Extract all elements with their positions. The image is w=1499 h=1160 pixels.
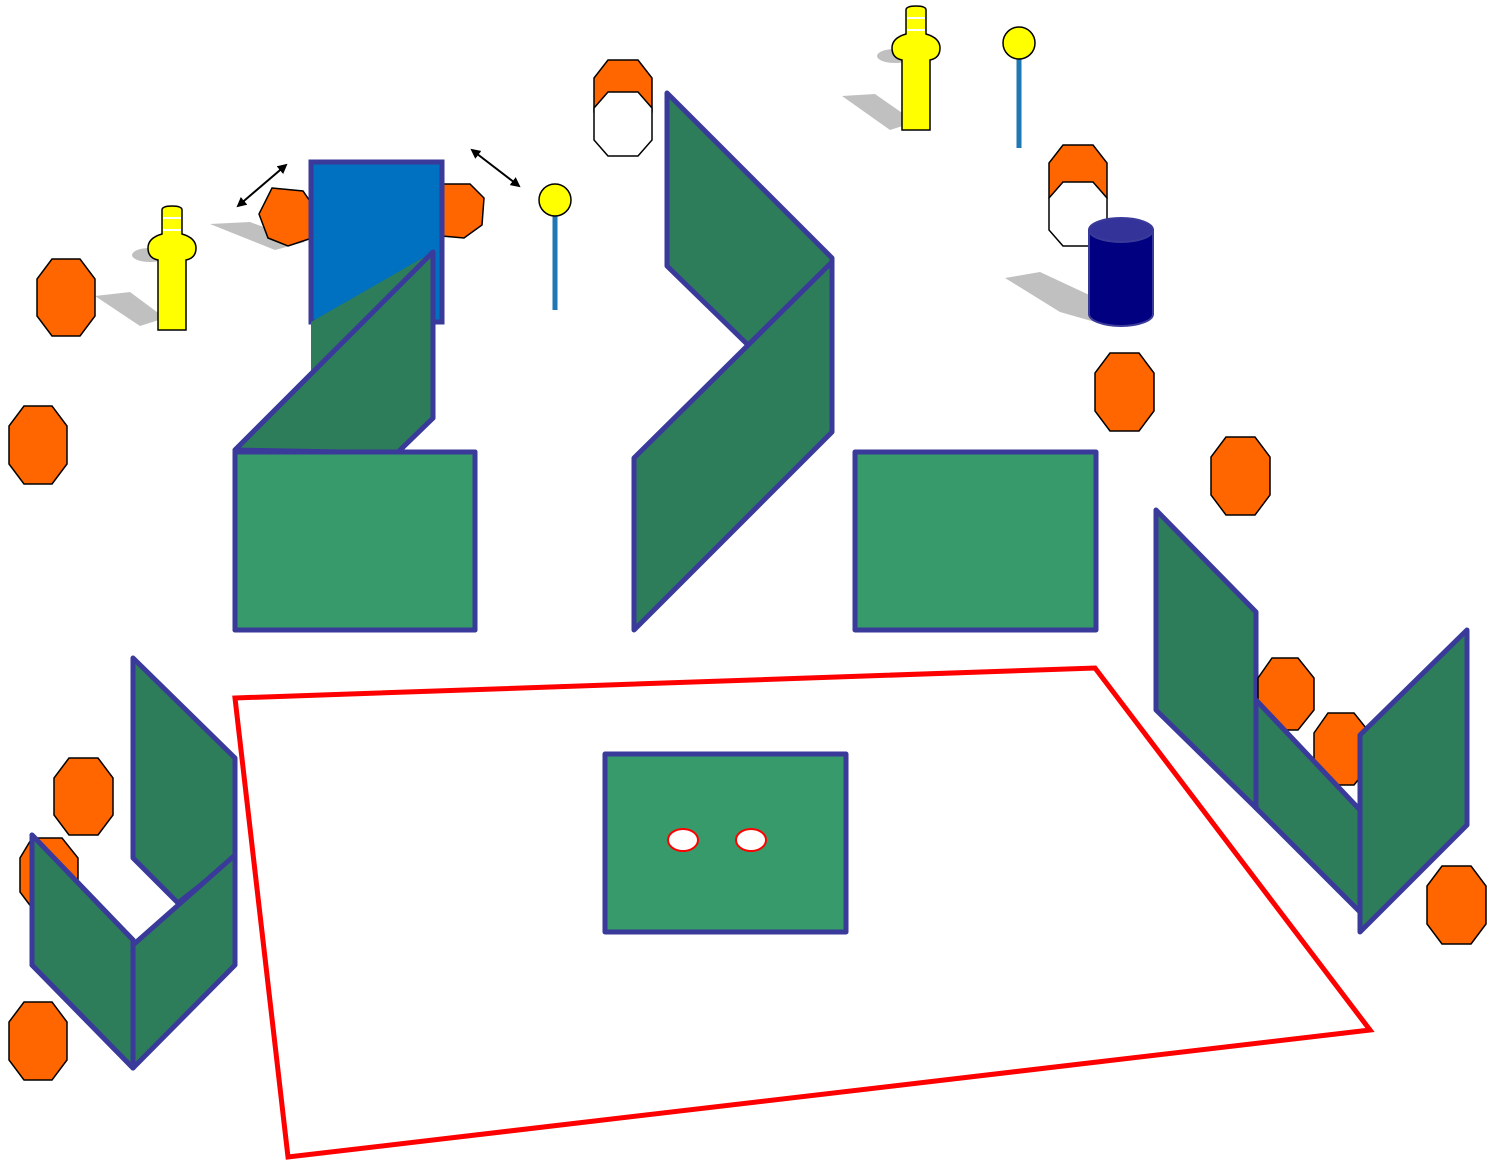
wall-left-front-top	[235, 452, 475, 630]
cone-icon	[37, 259, 95, 336]
port-icon	[668, 829, 698, 851]
cone-icon	[1427, 866, 1486, 944]
cone-icon	[1095, 353, 1154, 431]
barrel-icon	[1089, 218, 1153, 326]
port-icon	[736, 829, 766, 851]
cone-icon	[54, 758, 113, 835]
pole-target-icon	[539, 184, 571, 310]
double-arrow-icon	[472, 150, 519, 186]
shadow-barrel	[1005, 272, 1100, 322]
wall-center-port	[605, 754, 846, 932]
stacked-cone-icon	[594, 60, 652, 156]
cone-icon	[1211, 437, 1270, 515]
wall-right-front	[855, 452, 1096, 630]
cone-icon	[438, 184, 484, 238]
cone-icon	[9, 406, 67, 484]
wall-right-a	[1156, 510, 1256, 808]
cone-icon	[9, 1002, 67, 1080]
shadow-target-left	[95, 292, 165, 326]
pole-target-icon	[1003, 27, 1035, 148]
